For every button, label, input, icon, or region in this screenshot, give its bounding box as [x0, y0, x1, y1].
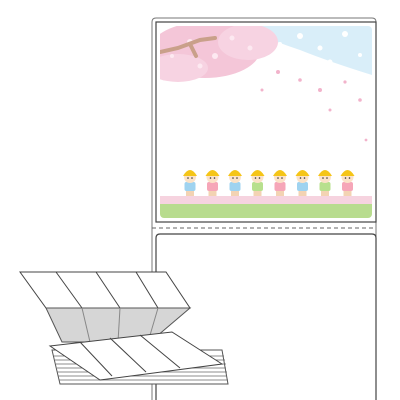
- children-row: [183, 170, 355, 196]
- spring-illustration: [160, 26, 372, 218]
- ground-pink: [160, 196, 372, 204]
- web-outline: [151, 17, 377, 400]
- child-figure: [183, 170, 197, 196]
- stack-top: [48, 331, 224, 381]
- child-figure: [228, 170, 242, 196]
- child-figure: [250, 170, 265, 196]
- falling-petals: [260, 70, 368, 142]
- child-figure: [295, 170, 310, 196]
- child-figure: [205, 170, 220, 196]
- branch: [160, 36, 217, 58]
- fanfold-stack: [19, 271, 229, 385]
- child-figure: [340, 170, 355, 196]
- child-figure: [273, 170, 287, 196]
- top-sheet: [19, 271, 191, 309]
- child-figure: [318, 170, 332, 196]
- grass: [160, 204, 372, 218]
- cherry-blossoms: [160, 26, 278, 82]
